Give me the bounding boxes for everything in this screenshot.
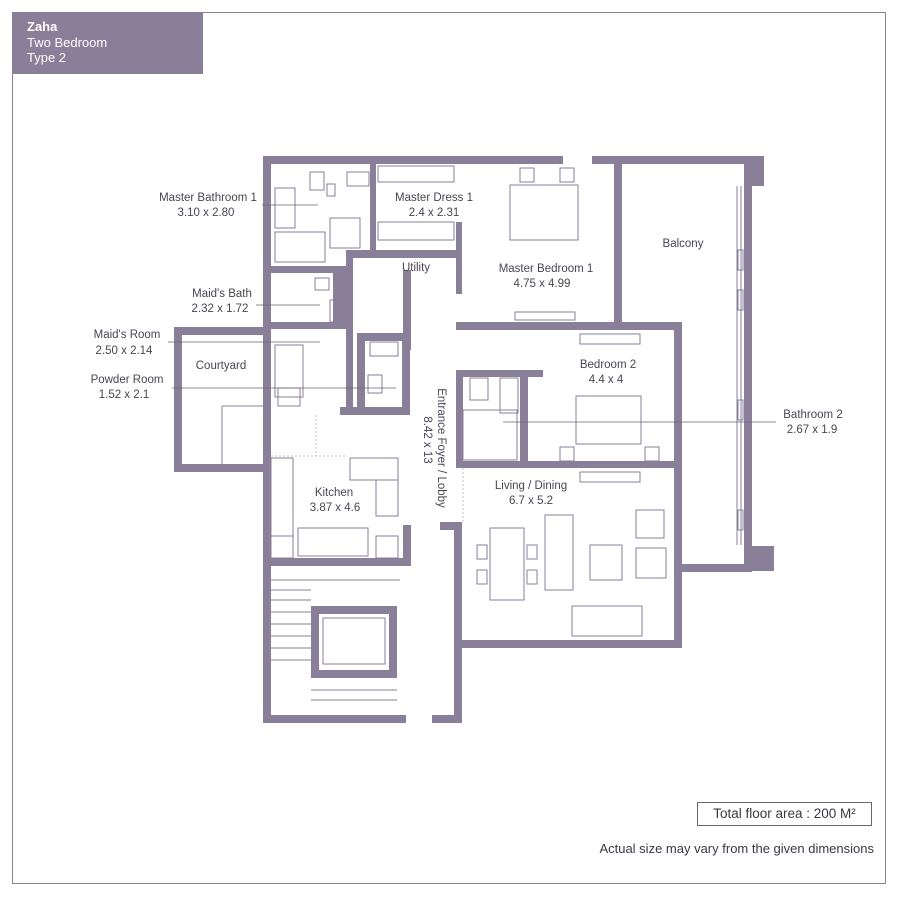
room-label-entrance-foyer: Entrance Foyer / Lobby	[435, 388, 447, 508]
room-label-master-bedroom-1: Master Bedroom 1	[499, 263, 594, 275]
room-label-master-dress-1: Master Dress 1	[395, 192, 473, 204]
title-block: Zaha Two Bedroom Type 2	[12, 12, 203, 74]
room-label-bedroom-2: Bedroom 2	[580, 359, 636, 371]
fixtures	[221, 165, 744, 701]
room-size-master-bedroom-1: 4.75 x 4.99	[514, 278, 571, 290]
room-size-master-dress-1: 2.4 x 2.31	[409, 207, 460, 219]
room-label-balcony: Balcony	[663, 238, 704, 250]
room-size-maids-room: 2.50 x 2.14	[96, 345, 154, 357]
room-size-entrance-foyer: 8.42 x 13	[421, 416, 433, 463]
total-floor-area: Total floor area : 200 M²	[697, 802, 872, 826]
room-label-maids-room: Maid's Room	[94, 329, 161, 341]
room-labels: Master Bathroom 1 3.10 x 2.80 Master Dre…	[91, 192, 843, 514]
room-label-powder-room: Powder Room	[91, 374, 164, 386]
room-size-bathroom-2: 2.67 x 1.9	[787, 424, 838, 436]
room-label-courtyard: Courtyard	[196, 360, 247, 372]
room-size-bedroom-2: 4.4 x 4	[589, 374, 624, 386]
unit-subtitle: Two Bedroom	[27, 35, 108, 50]
room-size-master-bathroom-1: 3.10 x 2.80	[178, 207, 235, 219]
drawing-frame	[12, 12, 886, 884]
size-disclaimer: Actual size may vary from the given dime…	[599, 841, 874, 856]
room-size-maids-bath: 2.32 x 1.72	[192, 303, 249, 315]
room-label-maids-bath: Maid's Bath	[192, 288, 252, 300]
room-size-kitchen: 3.87 x 4.6	[310, 502, 361, 514]
room-label-bathroom-2: Bathroom 2	[783, 409, 842, 421]
room-label-master-bathroom-1: Master Bathroom 1	[159, 192, 257, 204]
walls	[174, 156, 774, 723]
room-size-powder-room: 1.52 x 2.1	[99, 389, 150, 401]
room-label-kitchen: Kitchen	[315, 487, 353, 499]
unit-name: Zaha	[27, 19, 58, 34]
room-size-living-dining: 6.7 x 5.2	[509, 495, 553, 507]
leader-lines	[168, 204, 776, 423]
room-label-living-dining: Living / Dining	[495, 480, 567, 492]
room-label-utility: Utility	[402, 262, 430, 274]
unit-type: Type 2	[27, 50, 67, 65]
